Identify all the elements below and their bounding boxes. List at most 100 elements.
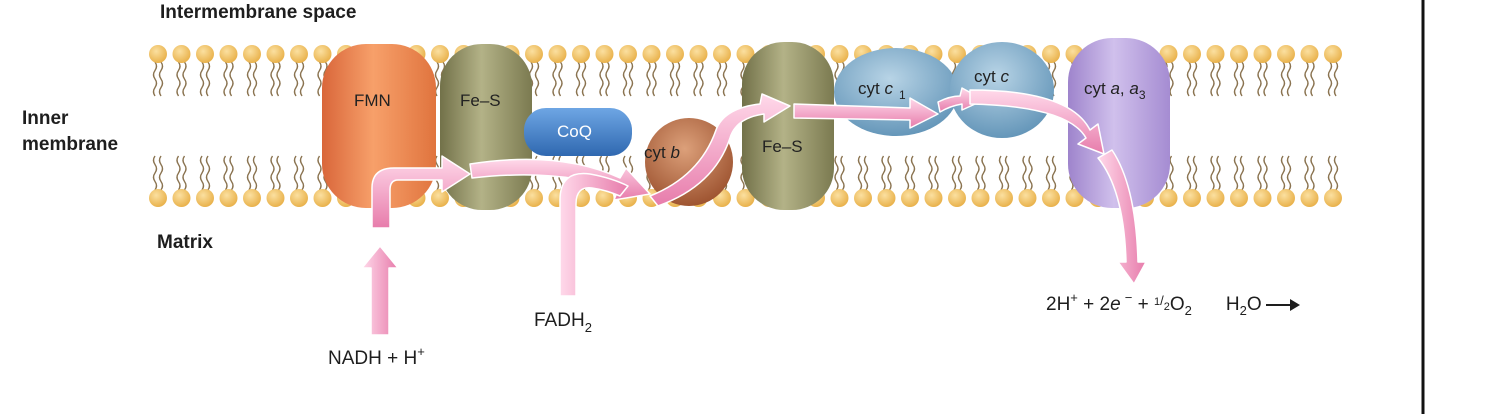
fmn-complex	[322, 44, 436, 208]
lipid-tail	[152, 155, 158, 191]
lipid-tail	[293, 155, 299, 191]
lipid-tail	[834, 155, 839, 191]
lipid-tail	[887, 155, 892, 191]
lipid-tail	[1045, 155, 1051, 191]
lipid-tail	[558, 61, 563, 97]
lipid-tail	[276, 61, 281, 97]
lipid-tail	[605, 61, 610, 97]
lipid-head	[995, 189, 1013, 207]
lipid-tail	[252, 155, 258, 191]
lipid-tail	[1022, 155, 1027, 191]
lipid-head	[196, 45, 214, 63]
lipid-tail	[881, 155, 886, 191]
lipid-tail	[622, 61, 628, 97]
lipid-head	[1183, 189, 1201, 207]
lipid-head	[1300, 45, 1319, 63]
nadh-label: NADH + H+	[328, 344, 425, 369]
fmn-to-fes-arrow	[371, 155, 471, 229]
lipid-tail	[904, 155, 910, 191]
lipid-head	[1277, 189, 1295, 207]
lipid-tail	[934, 155, 939, 191]
lipid-tail	[1169, 155, 1174, 191]
lipid-tail	[158, 155, 164, 191]
lipid-tail	[1210, 155, 1215, 191]
lipid-tail	[975, 155, 980, 191]
lipid-head	[713, 45, 731, 63]
lipid-tail	[628, 61, 634, 97]
lipid-head	[266, 45, 285, 63]
lipid-tail	[1186, 155, 1192, 191]
lipid-tail	[581, 61, 587, 97]
lipid-head	[313, 189, 332, 207]
lipid-tail	[857, 155, 863, 191]
lipid-tail	[299, 61, 305, 97]
lipid-head	[149, 189, 167, 207]
lipid-tail	[1280, 155, 1286, 191]
fes-to-cytc1-arrow	[793, 97, 939, 129]
lipid-tail	[199, 61, 205, 97]
lipid-tail	[646, 61, 651, 97]
lipid-head	[877, 189, 896, 207]
lipid-tail	[199, 155, 205, 191]
lipid-head	[149, 45, 167, 63]
lipid-tail	[951, 155, 957, 191]
lipid-tail	[981, 155, 986, 191]
lipid-head	[1065, 189, 1084, 207]
lipid-tail	[252, 61, 258, 97]
lipid-head	[1277, 45, 1295, 63]
lipid-head	[290, 189, 308, 207]
cytc-to-aa3-arrow	[969, 89, 1105, 155]
lipid-head	[548, 45, 567, 63]
lipid-tail	[1216, 155, 1221, 191]
lipid-tail	[229, 155, 234, 191]
lipid-tail	[1310, 155, 1315, 191]
lipid-tail	[1304, 155, 1309, 191]
lipid-head	[1042, 189, 1060, 207]
lipid-head	[619, 45, 637, 63]
lipid-tail	[270, 155, 275, 191]
lipid-head	[830, 45, 849, 63]
lipid-head	[948, 45, 966, 63]
coq-complex	[524, 108, 632, 156]
lipid-head	[1253, 45, 1272, 63]
lipid-tail	[1210, 61, 1215, 97]
lipid-tail	[1257, 61, 1262, 97]
lipid-head	[901, 189, 919, 207]
lipid-tail	[669, 61, 675, 97]
inner-membrane-label-line1: Inner	[22, 108, 69, 129]
lipid-tail	[246, 155, 252, 191]
lipid-tail	[652, 61, 657, 97]
inner-membrane-label-line2: membrane	[22, 134, 118, 155]
cyt-c-complex	[950, 42, 1054, 138]
fadh2-arrow	[559, 172, 629, 297]
lipid-head	[666, 45, 684, 63]
matrix-label: Matrix	[157, 232, 213, 253]
lipid-head	[948, 189, 966, 207]
lipid-tail	[998, 155, 1004, 191]
lipid-tail	[722, 61, 728, 97]
lipid-head	[243, 189, 261, 207]
lipid-tail	[176, 61, 181, 97]
lipid-head	[736, 189, 755, 207]
lipid-head	[1159, 45, 1178, 63]
lipid-head	[1206, 189, 1225, 207]
lipid-tail	[293, 61, 299, 97]
lipid-tail	[158, 61, 164, 97]
lipid-tail	[317, 155, 322, 191]
lipid-tail	[1216, 61, 1221, 97]
lipid-head	[689, 45, 708, 63]
lipid-tail	[1004, 155, 1010, 191]
aa3-to-water-arrow	[1097, 149, 1147, 285]
lipid-tail	[1333, 61, 1339, 97]
lipid-tail	[182, 155, 187, 191]
lipid-tail	[229, 61, 234, 97]
lipid-head	[219, 45, 238, 63]
lipid-tail	[205, 61, 211, 97]
nadh-up-arrow	[361, 245, 399, 336]
lipid-tail	[1051, 155, 1057, 191]
lipid-tail	[534, 61, 540, 97]
lipid-head	[971, 189, 990, 207]
lipid-tail	[910, 155, 916, 191]
